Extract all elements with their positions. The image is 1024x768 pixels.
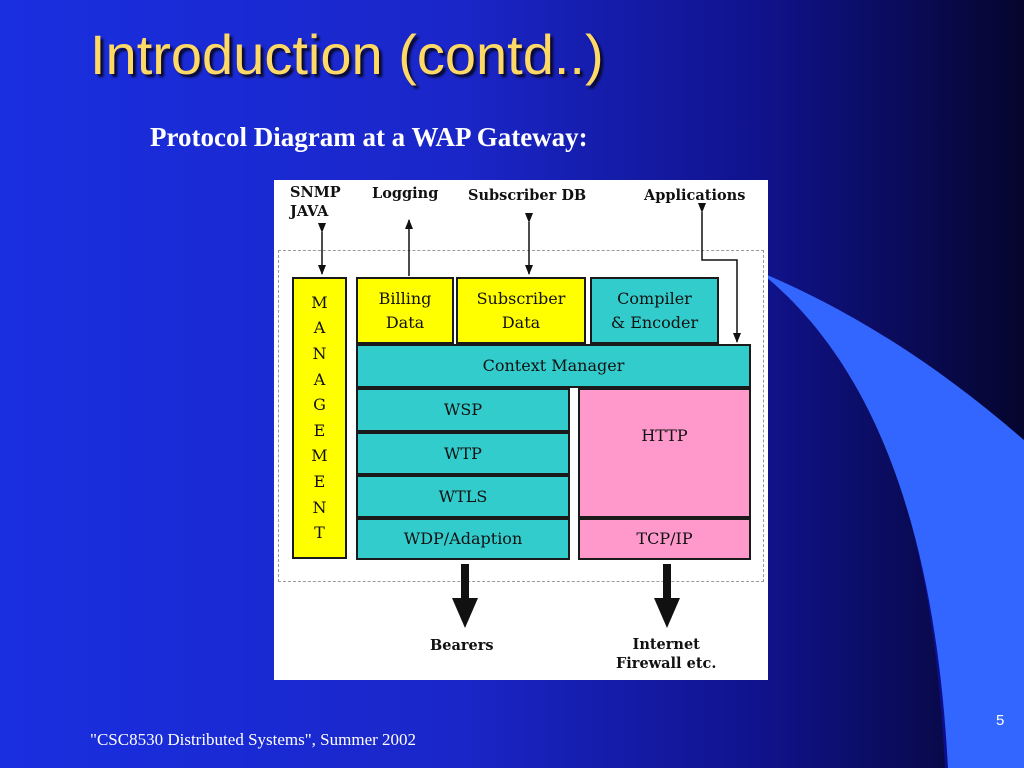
management-letter: N	[312, 497, 327, 517]
billing-data-box: Billing Data	[356, 277, 454, 344]
background-swoosh-light	[760, 272, 1024, 768]
applications-arrow	[698, 203, 741, 343]
wtp-box: WTP	[356, 432, 570, 475]
subscriber-data-box: Subscriber Data	[456, 277, 586, 344]
management-letter: T	[314, 523, 325, 543]
management-letter: M	[311, 446, 328, 466]
management-letter: N	[312, 343, 327, 363]
management-box: M A N A G E M E N T	[292, 277, 347, 559]
bearers-label: Bearers	[430, 637, 494, 654]
management-letter: M	[311, 292, 328, 312]
context-manager-box: Context Manager	[356, 344, 751, 388]
diagram-arrows	[318, 203, 741, 628]
tcp-ip-box: TCP/IP	[578, 518, 751, 560]
snmp-java-label: SNMP JAVA	[290, 184, 341, 220]
internet-arrow-shaft	[663, 564, 671, 600]
internet-firewall-label: Internet Firewall etc.	[616, 636, 717, 672]
management-letter: E	[313, 420, 326, 440]
management-letter: A	[313, 318, 326, 338]
http-box: HTTP	[578, 388, 751, 518]
slide-footer: "CSC8530 Distributed Systems", Summer 20…	[90, 730, 417, 749]
management-letter: G	[313, 395, 326, 415]
subscriber-db-label: Subscriber DB	[468, 187, 587, 204]
wdp-adaption-box: WDP/Adaption	[356, 518, 570, 560]
applications-label: Applications	[644, 187, 746, 204]
slide-subtitle: Protocol Diagram at a WAP Gateway:	[150, 122, 588, 152]
bearers-arrow-shaft	[461, 564, 469, 600]
wap-gateway-protocol-diagram: SNMP JAVA Logging Subscriber DB Applicat…	[274, 180, 768, 680]
slide-title: Introduction (contd..)	[90, 23, 604, 86]
page-number: 5	[996, 712, 1005, 729]
compiler-encoder-box: Compiler & Encoder	[590, 277, 719, 344]
gateway-boundary	[278, 250, 764, 582]
bearers-arrow-head	[452, 598, 478, 628]
wtls-box: WTLS	[356, 475, 570, 518]
wsp-box: WSP	[356, 388, 570, 432]
logging-label: Logging	[372, 185, 439, 202]
management-letter: E	[313, 472, 326, 491]
management-letter: A	[313, 369, 326, 389]
internet-arrow-head	[654, 598, 680, 628]
